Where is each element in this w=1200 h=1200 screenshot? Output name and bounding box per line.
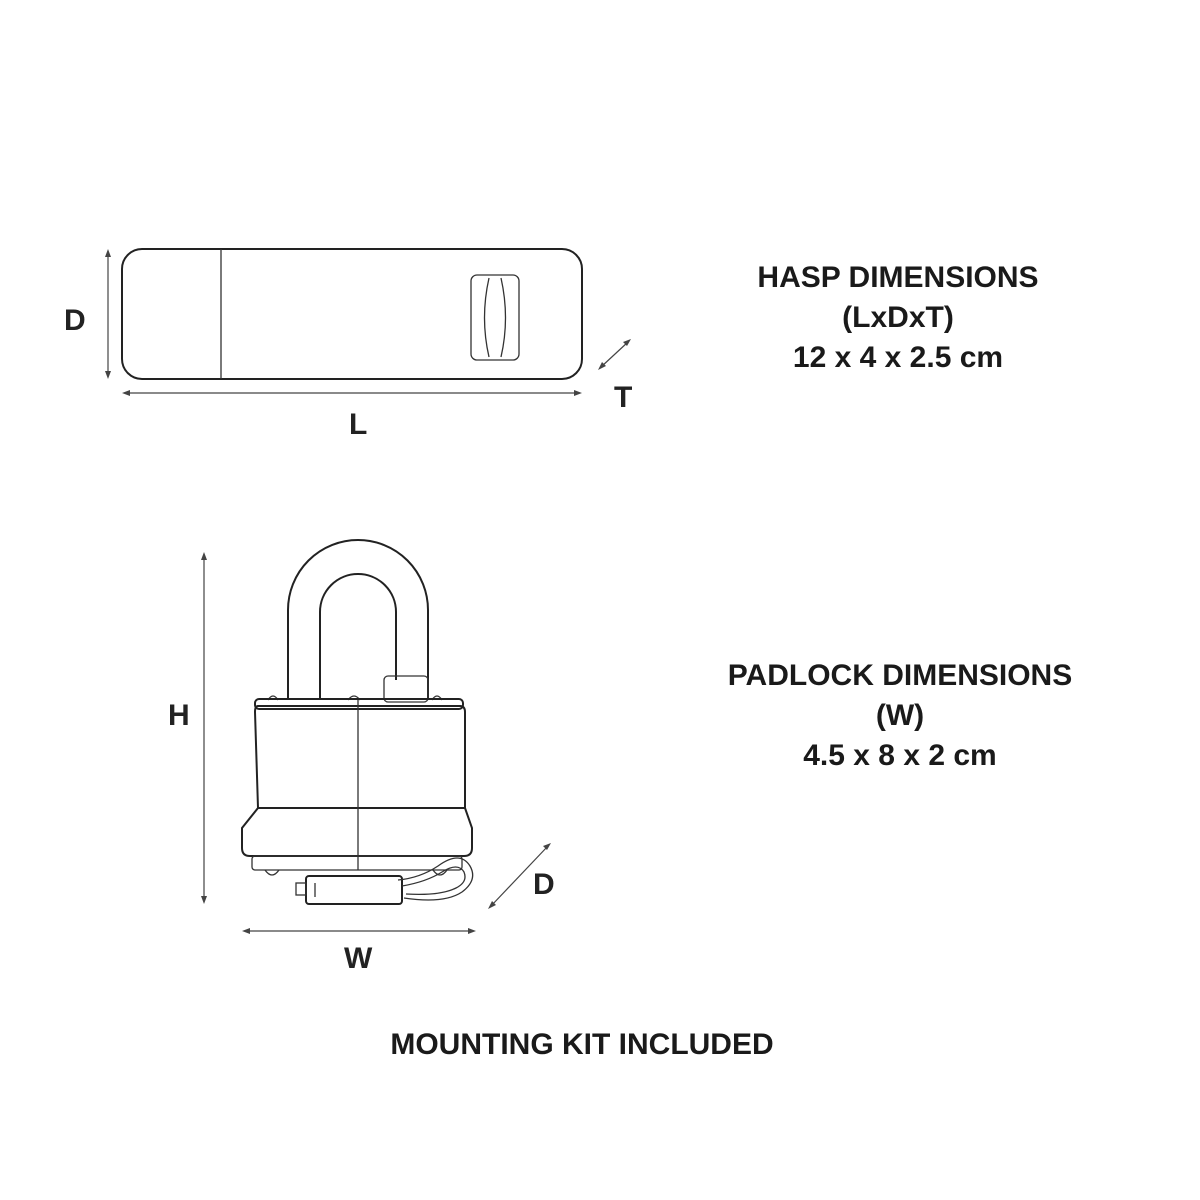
hasp-thickness-label: T (614, 381, 632, 414)
padlock-height-dimension (201, 552, 207, 904)
hasp-length-dimension (122, 390, 582, 396)
padlock-cable (397, 857, 474, 901)
hasp-heading: HASP DIMENSIONS (757, 261, 1039, 294)
padlock-dimensions-block: PADLOCK DIMENSIONS (W) 4.5 x 8 x 2 cm (680, 656, 1120, 776)
hasp-size: 12 x 4 x 2.5 cm (792, 341, 1004, 374)
padlock-bottom-plate (251, 855, 463, 871)
padlock-body (253, 705, 466, 809)
hasp-staple-curve-left (483, 277, 490, 358)
hasp-length-label: L (349, 408, 367, 441)
hasp-depth-dimension (105, 249, 111, 379)
hasp-depth-label: D (64, 304, 86, 337)
padlock-shackle-inner (319, 573, 397, 700)
padlock-cable-inner (401, 866, 466, 896)
hasp-format: (LxDxT) (842, 301, 954, 334)
padlock-size: 4.5 x 8 x 2 cm (803, 739, 997, 772)
padlock-shackle-collar (383, 675, 429, 703)
padlock-width-label: W (344, 942, 373, 975)
padlock-depth-dimension (488, 843, 551, 909)
padlock-width-dimension (242, 928, 476, 934)
padlock-illustration (241, 539, 474, 905)
padlock-key-tab (295, 882, 307, 896)
hasp-staple-slot (470, 274, 520, 361)
padlock-top-plate (254, 698, 464, 710)
padlock-bottom-rivets (264, 869, 448, 876)
padlock-depth-label: D (533, 868, 555, 901)
padlock-height-label: H (168, 699, 190, 732)
padlock-format: (W) (875, 699, 925, 732)
mounting-kit-note: MOUNTING KIT INCLUDED (390, 1028, 774, 1061)
hasp-illustration (121, 248, 583, 380)
hasp-dimensions-block: HASP DIMENSIONS (LxDxT) 12 x 4 x 2.5 cm (698, 258, 1098, 378)
hasp-staple-curve-right (500, 277, 507, 358)
hasp-body (121, 248, 583, 380)
padlock-key-cylinder (305, 875, 403, 905)
hasp-thickness-dimension (598, 339, 631, 370)
padlock-bumper (241, 807, 473, 857)
padlock-heading: PADLOCK DIMENSIONS (727, 659, 1073, 692)
padlock-shackle (287, 539, 429, 700)
